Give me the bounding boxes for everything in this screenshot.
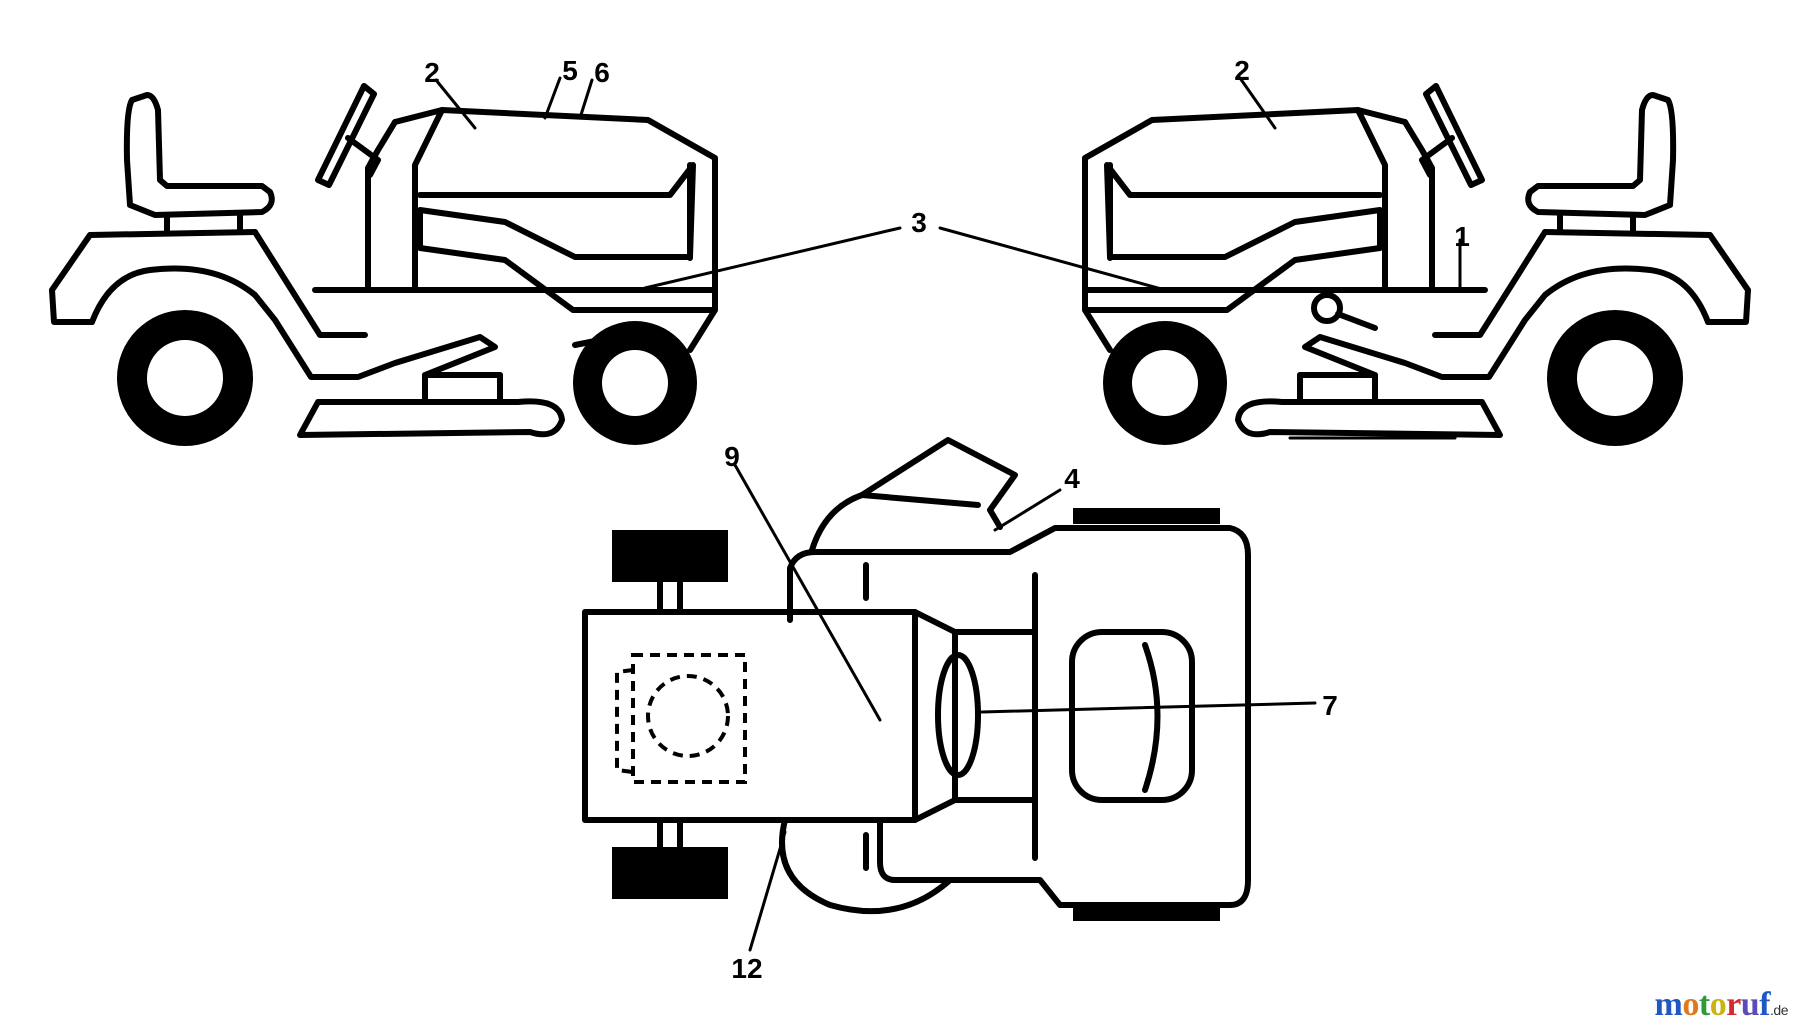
tractor-left-side-view (49, 83, 718, 446)
watermark-letter: f (1759, 986, 1771, 1023)
callout-2-left: 2 (424, 57, 440, 88)
body-outline-top (787, 525, 1251, 908)
seat-top (1069, 629, 1195, 803)
deck-top (779, 817, 953, 915)
steering-wheel-right (1423, 83, 1485, 188)
callout-12: 12 (731, 953, 762, 984)
callout-6: 6 (594, 57, 610, 88)
watermark-letter: t (1698, 986, 1710, 1023)
rear-wheel-top-a (1073, 508, 1220, 524)
watermark-letter: o (1709, 986, 1727, 1023)
lever-knob (1311, 292, 1343, 324)
engine-outline (631, 653, 747, 784)
callout-2-right: 2 (1234, 55, 1250, 86)
watermark-letter: r (1726, 986, 1741, 1023)
steering-column-top (935, 652, 981, 778)
mower-deck-right (1235, 398, 1503, 438)
watermark-letter: m (1654, 986, 1683, 1023)
rear-fender-left (49, 229, 503, 380)
mower-deck-left (297, 398, 565, 438)
callout-4: 4 (1064, 463, 1080, 494)
front-wheel-top-a (612, 530, 728, 582)
seat-left (123, 92, 275, 218)
tractor-top-view (582, 437, 1251, 921)
callout-1: 1 (1454, 221, 1470, 252)
callout-9: 9 (724, 441, 740, 472)
watermark-suffix: .de (1770, 1002, 1788, 1018)
seat-right (1525, 92, 1677, 218)
engine-hood-top (582, 609, 918, 823)
callout-lines (434, 76, 1462, 952)
watermark-letter: u (1740, 986, 1760, 1023)
rear-fender-right (1297, 229, 1751, 380)
rear-wheel-top-b (1073, 905, 1220, 921)
motoruf-watermark-logo: motoruf.de (1654, 986, 1789, 1024)
front-wheel-top-b (612, 847, 728, 899)
steering-wheel-left (315, 83, 377, 188)
discharge-chute (809, 437, 1018, 553)
tractor-right-side-view (1082, 83, 1751, 446)
callout-3: 3 (911, 207, 927, 238)
callout-7: 7 (1322, 690, 1338, 721)
hood-left (392, 107, 718, 313)
callout-5: 5 (562, 55, 578, 86)
callout-labels: 2 5 6 3 2 1 9 4 7 12 (424, 55, 1470, 984)
watermark-letter: o (1682, 986, 1699, 1023)
